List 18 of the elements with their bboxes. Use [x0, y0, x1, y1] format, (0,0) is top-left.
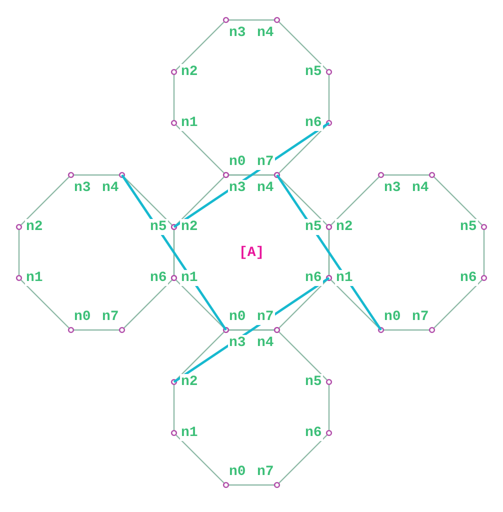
connector-line	[173, 122, 330, 228]
vertex-label: n6	[149, 270, 168, 286]
connector-line	[121, 174, 227, 331]
vertex-label: n6	[304, 115, 323, 131]
vertex-label: n1	[180, 425, 199, 441]
vertex-label: n6	[459, 270, 478, 286]
vertex-label: n5	[304, 219, 323, 235]
vertex-label: n1	[180, 115, 199, 131]
connector-line	[173, 277, 330, 383]
vertex-label: n7	[256, 154, 275, 170]
vertex-label: n5	[149, 219, 168, 235]
vertex-label: n7	[256, 309, 275, 325]
vertex-label: n6	[304, 270, 323, 286]
vertex-label: n1	[335, 270, 354, 286]
vertex-label: n6	[304, 425, 323, 441]
vertex-label: n1	[180, 270, 199, 286]
connector-line	[276, 174, 382, 331]
vertex-label: n1	[25, 270, 44, 286]
